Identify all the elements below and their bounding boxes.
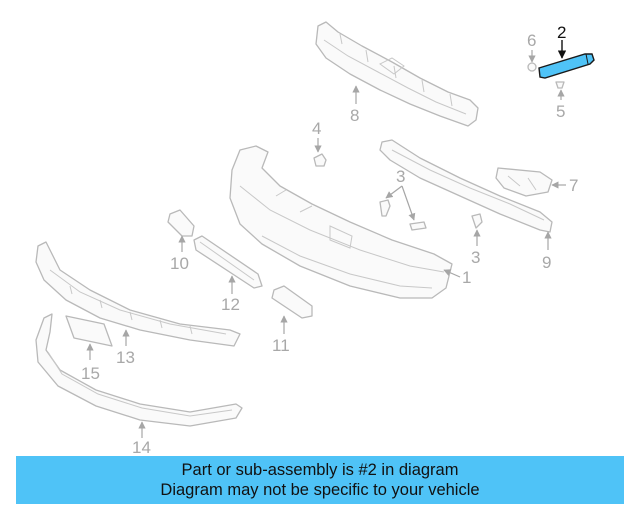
callout-4: 4 xyxy=(312,119,321,138)
callout-7: 7 xyxy=(569,176,578,195)
part-12-grille-strip xyxy=(193,235,263,289)
part-15-plate-bracket xyxy=(65,315,113,347)
callout-3-upper: 3 xyxy=(396,167,405,186)
callout-2: 2 xyxy=(557,23,566,42)
callout-3-lower: 3 xyxy=(471,248,480,267)
callout-6: 6 xyxy=(527,31,536,50)
banner-line-part: Part or sub-assembly is #2 in diagram xyxy=(181,461,459,479)
part-7-bracket xyxy=(495,167,553,197)
part-8-absorber xyxy=(315,21,479,127)
part-3-screws xyxy=(379,199,483,231)
part-4-clip xyxy=(313,153,327,167)
part-6-clip xyxy=(527,62,537,72)
part-14-spoiler xyxy=(35,313,243,427)
info-banner: Part or sub-assembly is #2 in diagram Di… xyxy=(16,456,624,504)
callout-15: 15 xyxy=(81,364,100,383)
callout-5: 5 xyxy=(556,102,565,121)
part-10-insert xyxy=(167,209,195,237)
part-13-valance xyxy=(35,241,241,347)
callout-14: 14 xyxy=(132,438,151,457)
callout-11: 11 xyxy=(272,336,290,355)
callout-12: 12 xyxy=(221,295,240,314)
callout-10: 10 xyxy=(170,254,189,273)
part-11-insert xyxy=(271,285,313,319)
part-2-bracket-highlighted xyxy=(538,53,595,79)
part-5-screw xyxy=(555,81,565,89)
banner-line-disclaimer: Diagram may not be specific to your vehi… xyxy=(160,481,480,499)
part-1-bumper-cover xyxy=(229,145,453,299)
callout-8: 8 xyxy=(350,106,359,125)
callout-13: 13 xyxy=(116,348,135,367)
callout-9: 9 xyxy=(542,253,551,272)
callout-1: 1 xyxy=(462,268,471,287)
